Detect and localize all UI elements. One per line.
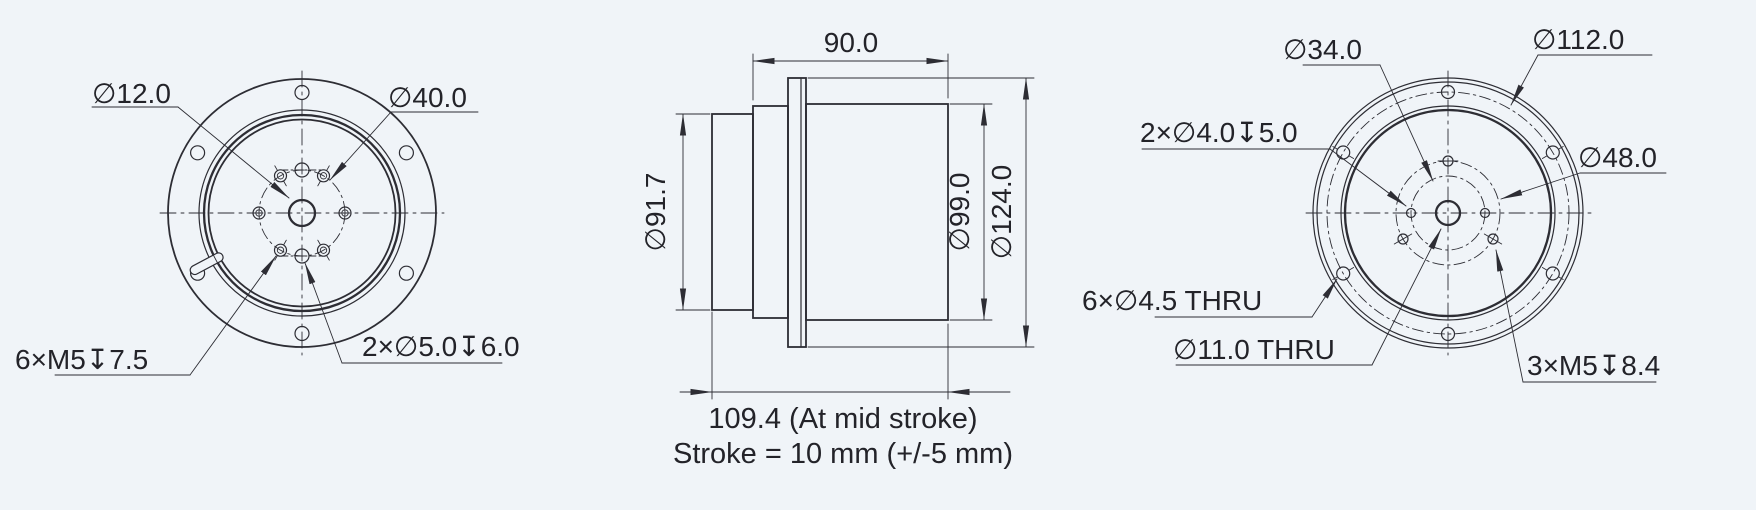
dim-flange-dia: ∅124.0 — [807, 77, 1035, 348]
front-rim-hole — [398, 265, 414, 281]
rear-outer-bolt-circle — [1326, 91, 1570, 335]
rear-tapped-holes-label: 3×M5↧8.4 — [1527, 350, 1660, 381]
dim-flange-dia-label: ∅124.0 — [986, 165, 1017, 259]
front-body-circle-outer — [198, 109, 406, 317]
front-dowel-holes — [281, 162, 323, 264]
front-center-hole — [287, 198, 317, 228]
front-tapped-holes-label: 6×M5↧7.5 — [15, 344, 148, 375]
front-bolt-circle-label: ∅40.0 — [388, 82, 467, 113]
front-body-circle-inner — [207, 118, 397, 308]
rear-pilot-circle — [1410, 175, 1486, 251]
side-step-cylinder — [752, 105, 789, 319]
side-main-body — [805, 103, 949, 321]
side-flange — [787, 77, 807, 348]
rear-outer-bolt-circle-label: ∅112.0 — [1532, 24, 1624, 55]
rear-body-circle-inner — [1343, 108, 1553, 318]
front-rim-hole — [398, 145, 414, 161]
rear-view: ∅34.0 ∅112.0 2×∅4.0↧5.0 ∅48.0 6×∅4.5 THR… — [1082, 24, 1667, 383]
rear-mount-holes-label: 6×∅4.5 THRU — [1082, 285, 1262, 316]
front-rim-hole — [190, 145, 206, 161]
front-flange-outline — [167, 78, 437, 348]
dim-body-dia: ∅99.0 — [944, 103, 993, 321]
rear-flange-inner-edge — [1316, 81, 1580, 345]
rear-inner-bolt-circle-label: ∅48.0 — [1578, 142, 1657, 173]
rear-pilot-circle-label: ∅34.0 — [1283, 34, 1362, 65]
front-center-hole-label: ∅12.0 — [92, 78, 171, 109]
front-body-circle-mid — [202, 113, 402, 313]
front-rim-hole — [294, 325, 310, 342]
dim-body-length: 90.0 — [752, 27, 949, 101]
rear-dowel-holes-label: 2×∅4.0↧5.0 — [1140, 117, 1298, 148]
dim-small-cylinder-dia-label: ∅91.7 — [640, 173, 671, 252]
front-dowel-holes-label: 2×∅5.0↧6.0 — [362, 331, 520, 362]
dim-overall-length: 109.4 (At mid stroke) Stroke = 10 mm (+/… — [673, 311, 1013, 470]
rear-flange-outline — [1312, 77, 1584, 349]
rear-mount-holes — [1332, 84, 1564, 342]
side-view: 90.0 ∅91.7 ∅99.0 ∅124.0 — [640, 27, 1035, 470]
front-rim-hole — [294, 84, 310, 101]
dim-body-dia-label: ∅99.0 — [944, 173, 975, 252]
dim-small-cylinder-dia: ∅91.7 — [640, 113, 711, 311]
front-view: ∅12.0 ∅40.0 6×M5↧7.5 2×∅5.0↧6.0 — [15, 70, 520, 376]
stroke-note-label: Stroke = 10 mm (+/-5 mm) — [673, 438, 1013, 470]
rear-body-circle-outer — [1340, 105, 1556, 321]
rear-center-hole — [1434, 199, 1462, 227]
front-connector-pin — [189, 252, 224, 276]
rear-dowel-holes — [1405, 207, 1491, 219]
rear-m5-holes — [1393, 155, 1503, 245]
dim-body-length-label: 90.0 — [824, 27, 879, 58]
rear-center-hole-label: ∅11.0 THRU — [1173, 334, 1335, 365]
front-bolt-circle — [258, 169, 346, 257]
side-small-cylinder — [711, 113, 754, 311]
dim-overall-length-label: 109.4 (At mid stroke) — [708, 403, 977, 435]
